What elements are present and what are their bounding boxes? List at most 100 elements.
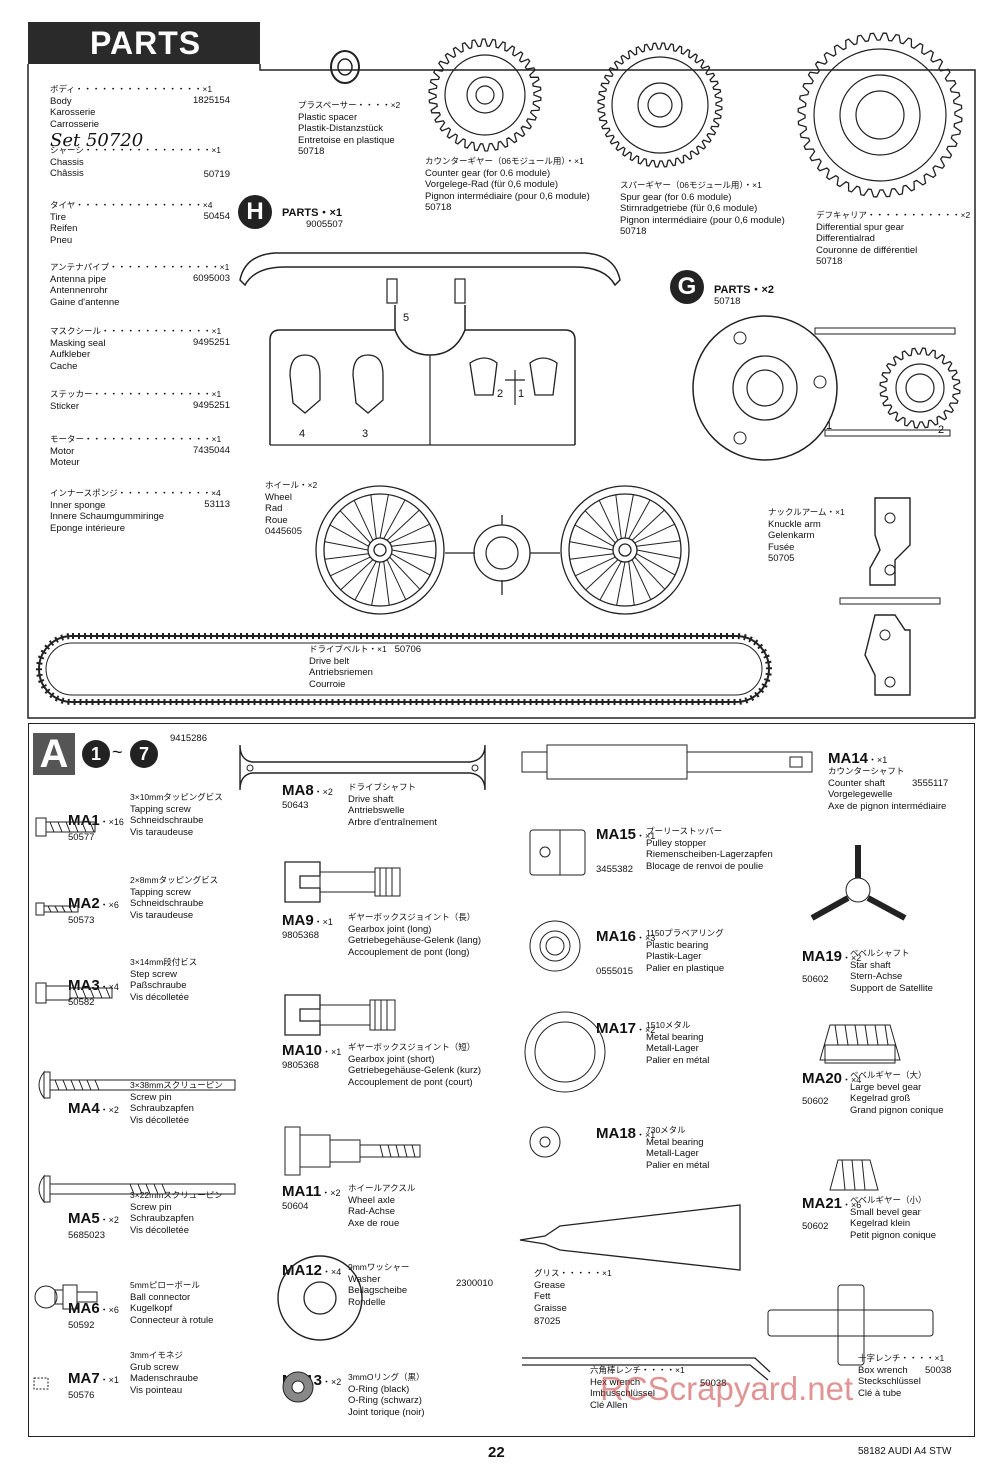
spur-gear-drawing xyxy=(597,42,723,168)
bag-item: ギヤーボックスジョイント（短）Gearbox joint (short)Getr… xyxy=(348,1042,482,1088)
wheel-spoke xyxy=(391,553,431,576)
bag-frame xyxy=(28,723,975,1437)
left-part-line: Pneu xyxy=(50,234,73,246)
wheel-spoke xyxy=(383,561,390,606)
wheel-spoke xyxy=(330,556,371,577)
gear-teeth xyxy=(597,42,723,168)
part-code: 50592 xyxy=(68,1320,95,1331)
gear-ring xyxy=(905,373,935,403)
part-code: 3555117 xyxy=(912,778,949,789)
left-part-code: 6095003 xyxy=(193,273,230,284)
left-part-code: 9495251 xyxy=(193,400,230,411)
part-code: 0555015 xyxy=(596,966,633,977)
wheel-spoke xyxy=(386,559,407,600)
part-id-label: MA14・×1 xyxy=(828,750,888,767)
part-id-label: MA8・×2 xyxy=(282,782,333,799)
wheel-spoke xyxy=(389,556,421,590)
part-id-label: MA6・×6 xyxy=(68,1300,119,1317)
h-num-1: 1 xyxy=(518,388,525,400)
wheel-spoke xyxy=(370,494,377,539)
wheel-spoke xyxy=(631,559,652,600)
left-part-line: Sticker xyxy=(50,400,80,412)
left-part-line: Chassis xyxy=(50,156,84,168)
part-id-label: MA3・×4 xyxy=(68,977,119,994)
left-part-line: Reifen xyxy=(50,223,78,234)
part-id-label: MA5・×2 xyxy=(68,1210,119,1227)
gear-ring xyxy=(611,56,709,154)
gear-ring xyxy=(813,48,947,182)
gear-ring xyxy=(895,363,945,413)
part-code: 3455382 xyxy=(596,864,633,875)
handwritten-note: Set 50720 xyxy=(50,130,144,151)
part-id-label: MA16・×3 xyxy=(596,928,656,945)
part-code: 50573 xyxy=(68,915,95,926)
part-code: 50602 xyxy=(802,1096,829,1107)
gear-teeth xyxy=(428,38,542,152)
part-id-label: MA10・×1 xyxy=(282,1042,342,1059)
gear-ring xyxy=(855,90,905,140)
part-id-label: MA21・×6 xyxy=(802,1195,862,1212)
wheel-spoke xyxy=(569,553,614,560)
wheel-spoke xyxy=(575,556,616,577)
g-parts-label: PARTS・×2 xyxy=(714,284,775,296)
wheel-spoke xyxy=(379,494,389,539)
diff-text: デフキャリア・・・・・・・・・・・×2 Differential spur ge… xyxy=(816,210,971,267)
wheel-spoke xyxy=(324,553,369,560)
wheel-spoke xyxy=(389,523,430,544)
g-parts-drawing xyxy=(692,315,961,461)
h-num-4: 4 xyxy=(299,428,306,440)
left-part-line: Masking seal xyxy=(50,337,106,349)
gear-ring xyxy=(647,92,673,118)
part-code: 50038 xyxy=(925,1365,952,1376)
g-num-2: 2 xyxy=(938,424,945,436)
left-part-code: 9495251 xyxy=(193,337,230,348)
part-code: 50604 xyxy=(282,1201,309,1212)
left-part-code: 50719 xyxy=(203,169,230,180)
left-part-code: 53113 xyxy=(204,499,230,510)
g-parts-code: 50718 xyxy=(714,296,741,307)
bag-code: 9415286 xyxy=(170,733,207,744)
left-part-line: Eponge intérieure xyxy=(50,522,125,534)
bag-item: ギヤーボックスジョイント（長）Gearbox joint (long)Getri… xyxy=(348,912,482,958)
counter-gear-text: カウンターギヤー（06モジュール用）・×1 Counter gear (for … xyxy=(425,156,590,213)
part-code: 50038 xyxy=(700,1378,727,1389)
part-id-label: MA18・×1 xyxy=(596,1125,656,1142)
wheel-text: ホイール・×2 Wheel Rad Roue 0445605 xyxy=(265,480,318,537)
wheel-spoke xyxy=(598,500,619,541)
h-parts-drawing xyxy=(239,252,621,446)
wheel-ring xyxy=(315,485,445,615)
wheel-spoke xyxy=(636,553,676,576)
knuckle-drawing xyxy=(839,497,941,696)
wheel-ring xyxy=(568,493,682,607)
wheel-spoke xyxy=(631,509,665,541)
diff-gear-drawing xyxy=(797,32,963,198)
gear-ring xyxy=(637,82,683,128)
wheel-spoke xyxy=(628,499,651,539)
gear-teeth xyxy=(797,32,963,198)
left-part-code: 50454 xyxy=(203,211,230,222)
part-id-label: MA20・×4 xyxy=(802,1070,862,1087)
wheel-spoke xyxy=(391,540,436,547)
gear-ring xyxy=(839,74,921,156)
left-part-line: Châssis xyxy=(50,168,84,179)
part-id-label: MA9・×1 xyxy=(282,912,333,929)
wheel-spoke xyxy=(634,523,675,544)
left-part-code: 7435044 xyxy=(193,445,230,456)
